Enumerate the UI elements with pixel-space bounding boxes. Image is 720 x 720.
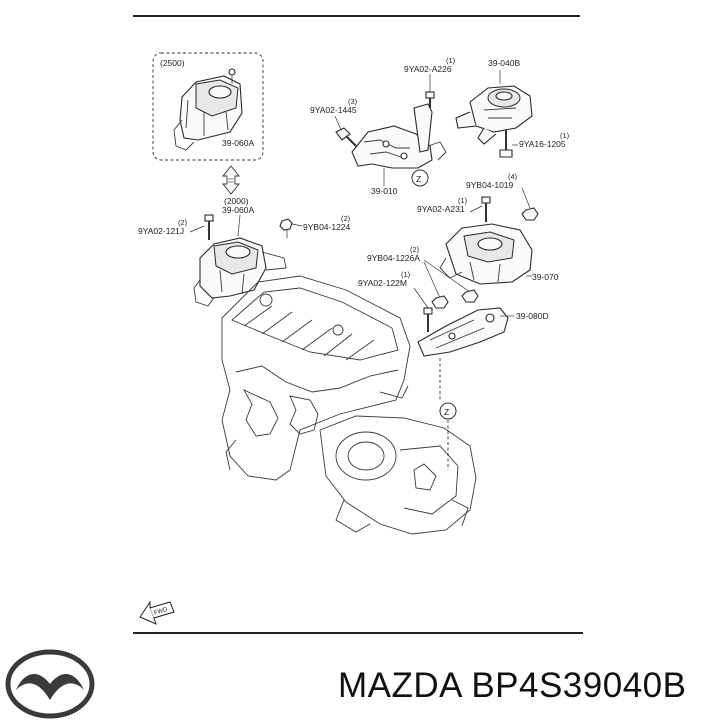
qty-9YA02-1445: (3) [348, 97, 358, 106]
variant-2500-label: (2500) [160, 58, 185, 68]
bolt-9YA02-1445 [335, 127, 357, 147]
callout-9YA02-A226: 9YA02-A226 [404, 64, 452, 74]
callout-9YB04-1224: 9YB04-1224 [303, 222, 351, 232]
svg-text:Z: Z [416, 174, 421, 184]
bolt-9YA16-1205 [499, 130, 513, 158]
callout-39-080D: 39-080D [516, 311, 549, 321]
nut-9YB04-1226A [431, 289, 479, 309]
callout-39-070: 39-070 [532, 272, 559, 282]
callout-39-040B: 39-040B [488, 58, 520, 68]
brand-name: MAZDA [338, 666, 462, 705]
mount-39-060A-2500 [173, 68, 243, 151]
qty-9YB04-1224: (2) [341, 214, 351, 223]
callout-39-010: 39-010 [371, 186, 398, 196]
qty-9YB04-1019: (4) [508, 172, 518, 181]
callout-9YA02-121J: 9YA02-121J [138, 226, 184, 236]
callout-39-060A-top: 39-060A [222, 138, 254, 148]
mazda-logo-icon [5, 649, 95, 719]
transmission [319, 415, 477, 535]
callout-9YA02-1445: 9YA02-1445 [310, 105, 357, 115]
nut-9YB04-1224 [279, 218, 293, 238]
qty-9YA02-121J: (2) [178, 218, 188, 227]
callout-9YB04-1019: 9YB04-1019 [466, 180, 514, 190]
mount-39-060A-2000 [193, 237, 287, 307]
bolt-9YA02-A226 [425, 91, 435, 108]
callout-9YA02-122M: 9YA02-122M [358, 278, 407, 288]
engine-block [221, 275, 411, 481]
z-circle-icon: Z [439, 402, 457, 420]
mount-39-040B [455, 85, 533, 145]
bolt-9YA02-A231 [481, 196, 491, 222]
bracket-39-010 [351, 103, 447, 169]
qty-9YA16-1205: (1) [560, 131, 570, 140]
bracket-39-080D [417, 307, 509, 357]
double-arrow-icon [222, 165, 240, 195]
callout-9YA16-1205: 9YA16-1205 [519, 139, 566, 149]
callout-9YA02-A231: 9YA02-A231 [417, 204, 465, 214]
nut-9YB04-1019 [521, 207, 539, 221]
callout-9YB04-1226A: 9YB04-1226A [367, 253, 420, 263]
qty-9YA02-122M: (1) [401, 270, 411, 279]
qty-9YB04-1226A: (2) [410, 245, 420, 254]
fwd-arrow-icon: FWD [139, 600, 175, 625]
variant-2000-label: (2000) [224, 196, 249, 206]
bolt-9YA02-122M [423, 307, 433, 332]
brand-part-number: MAZDA BP4S39040B [338, 661, 718, 711]
bolt-9YA02-121J [204, 214, 214, 240]
mount-39-070 [439, 223, 533, 285]
svg-text:FWD: FWD [153, 607, 168, 617]
svg-text:Z: Z [444, 407, 449, 417]
callout-39-060A-bottom: 39-060A [222, 205, 254, 215]
qty-9YA02-A231: (1) [458, 196, 468, 205]
z-circle-icon: Z [411, 169, 429, 187]
part-number: BP4S39040B [471, 666, 687, 705]
qty-9YA02-A226: (1) [446, 56, 456, 65]
variant-2500-box [152, 52, 264, 161]
